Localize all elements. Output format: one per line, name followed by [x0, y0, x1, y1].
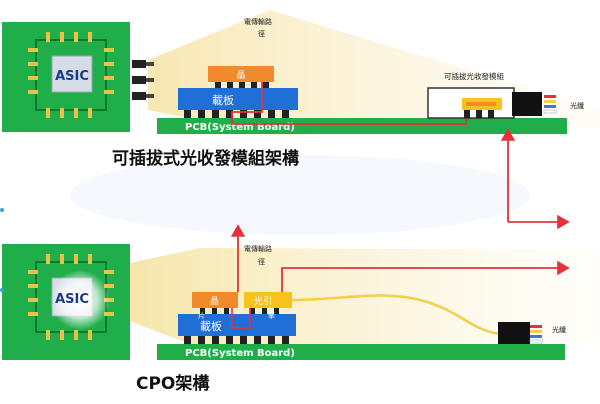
bottom-chip-label-2: 片 [198, 311, 205, 320]
top-module-label: 可插拔光收發模組 [444, 71, 504, 81]
bottom-right-arrow [281, 260, 570, 292]
top-pcb [157, 118, 567, 134]
bottom-fiber-connector [498, 322, 543, 344]
top-asic-board: ASIC [2, 22, 154, 132]
bottom-chip [192, 292, 238, 308]
top-electrical-path [231, 82, 467, 125]
bottom-fiber-label: 光纖 [552, 325, 566, 334]
bottom-engine-label-2: 擎 [268, 311, 275, 320]
top-caption: 可插拔式光收發模組架構 [112, 149, 299, 169]
bottom-pcb-label: PCB(System Board) [185, 348, 295, 359]
bottom-chip-label-1: 晶 [210, 296, 219, 307]
bottom-fiber-label-line: 光纖 [552, 325, 566, 334]
left-dot [0, 208, 4, 212]
top-fiber-label: 光纖 [570, 101, 584, 110]
bottom-substrate-label: 載板 [200, 319, 222, 333]
bottom-fiber-cable [291, 294, 501, 336]
bottom-asic-label: ASIC [55, 292, 89, 307]
top-chip [208, 66, 274, 82]
top-pluggable-module: 可插拔光收發模組 光纖 [427, 71, 584, 119]
bottom-substrate: 載板 晶 片 光引 擎 [178, 292, 296, 344]
top-substrate-label: 載板 [212, 93, 234, 107]
asic-glow [50, 270, 110, 330]
bottom-pcb [157, 344, 565, 360]
top-asic-chip [51, 55, 93, 93]
top-electrical-path-label-1: 電傳輸路 [244, 17, 272, 26]
top-chip-label: 晶 [236, 70, 245, 81]
top-pcb-label: PCB(System Board) [185, 122, 295, 133]
connecting-arrows [500, 128, 570, 230]
bottom-asic-board: ASIC [2, 244, 130, 360]
left-dot [0, 288, 4, 292]
top-fiber-label-line: 光纖 [570, 101, 584, 110]
top-electrical-path-label-2: 徑 [258, 29, 265, 38]
bottom-caption: CPO架構 [136, 374, 210, 394]
top-substrate: 載板 晶 [178, 66, 298, 118]
bottom-optical-engine [244, 292, 292, 308]
bottom-engine-label-1: 光引 [254, 295, 272, 307]
background-shade [70, 155, 530, 235]
bottom-electrical-path-label-2: 徑 [258, 257, 265, 266]
bottom-electrical-path-label-1: 電傳輸路 [244, 244, 272, 253]
top-asic-label: ASIC [55, 69, 89, 84]
bottom-electrical-loop [231, 308, 251, 329]
